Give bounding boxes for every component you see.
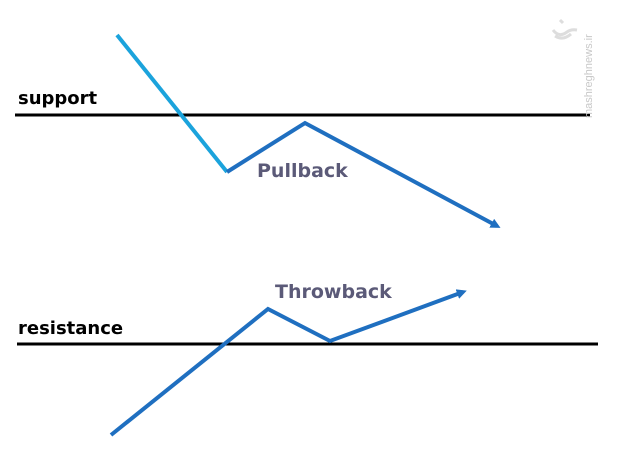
watermark-logo bbox=[551, 18, 578, 40]
throwback-label: Throwback bbox=[275, 281, 392, 303]
pullback-arrow bbox=[225, 120, 501, 228]
resistance-label: resistance bbox=[18, 318, 123, 339]
pullback-label: Pullback bbox=[257, 160, 348, 182]
support-label: support bbox=[18, 88, 98, 109]
throwback-arrow bbox=[109, 289, 467, 437]
price-entry-line bbox=[115, 33, 229, 174]
watermark-text: mashreghnews.ir bbox=[583, 34, 595, 118]
